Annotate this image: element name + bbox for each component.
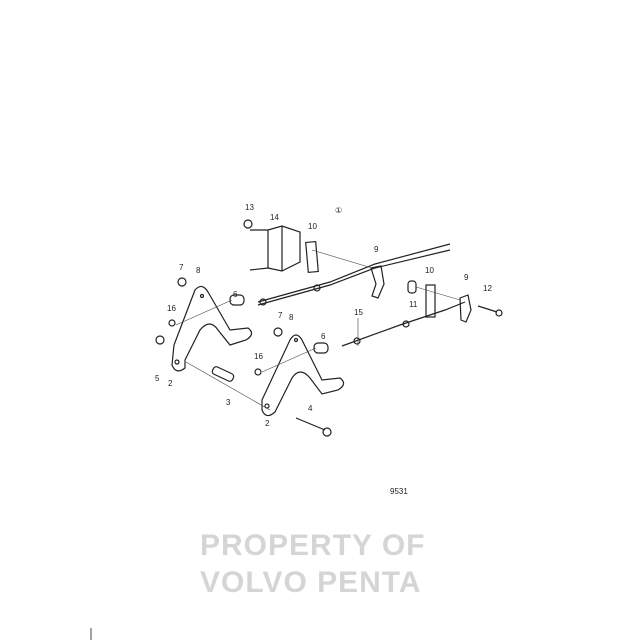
part-label-11: 11 [409, 300, 418, 309]
nut-13 [243, 219, 253, 229]
lever-bracket-right [261, 334, 345, 417]
watermark-line-2: VOLVO PENTA [200, 566, 422, 599]
part-label-7: 7 [278, 311, 283, 320]
diagram-number: 9531 [390, 487, 408, 496]
washers [155, 277, 283, 376]
lever-bracket-left [171, 285, 253, 372]
pivot-6b [313, 342, 329, 354]
bracket-14 [249, 225, 301, 272]
cable-upper [257, 243, 451, 306]
sleeve-3 [211, 366, 235, 382]
part-label-2: 2 [265, 419, 270, 428]
part-label-10: 10 [425, 266, 434, 275]
part-label-6: 6 [321, 332, 326, 341]
clamp-9a [370, 265, 385, 299]
part-label-9: 9 [374, 245, 379, 254]
clamp-9b [459, 294, 472, 323]
part-label-4: 4 [308, 404, 313, 413]
part-label-3: 3 [226, 398, 231, 407]
part-label-15: 15 [354, 308, 363, 317]
leader-lines [175, 249, 461, 411]
part-label-9: 9 [464, 273, 469, 282]
part-label-5: 5 [155, 374, 160, 383]
spacer-11 [407, 280, 417, 294]
group-marker: ① [335, 206, 342, 215]
part-label-16: 16 [167, 304, 176, 313]
part-label-10: 10 [308, 222, 317, 231]
bolt-4 [295, 417, 332, 437]
part-label-6: 6 [233, 290, 238, 299]
part-label-2: 2 [168, 379, 173, 388]
part-label-13: 13 [245, 203, 254, 212]
plate-10a [305, 240, 319, 274]
part-label-8: 8 [196, 266, 201, 275]
cable-lower [341, 301, 466, 347]
pivot-6a [229, 294, 245, 306]
screw-12 [477, 305, 503, 317]
part-label-16: 16 [254, 352, 263, 361]
part-label-8: 8 [289, 313, 294, 322]
part-label-7: 7 [179, 263, 184, 272]
part-label-14: 14 [270, 213, 279, 222]
plate-10b [425, 284, 436, 318]
part-label-12: 12 [483, 284, 492, 293]
watermark-line-1: PROPERTY OF [200, 529, 425, 562]
